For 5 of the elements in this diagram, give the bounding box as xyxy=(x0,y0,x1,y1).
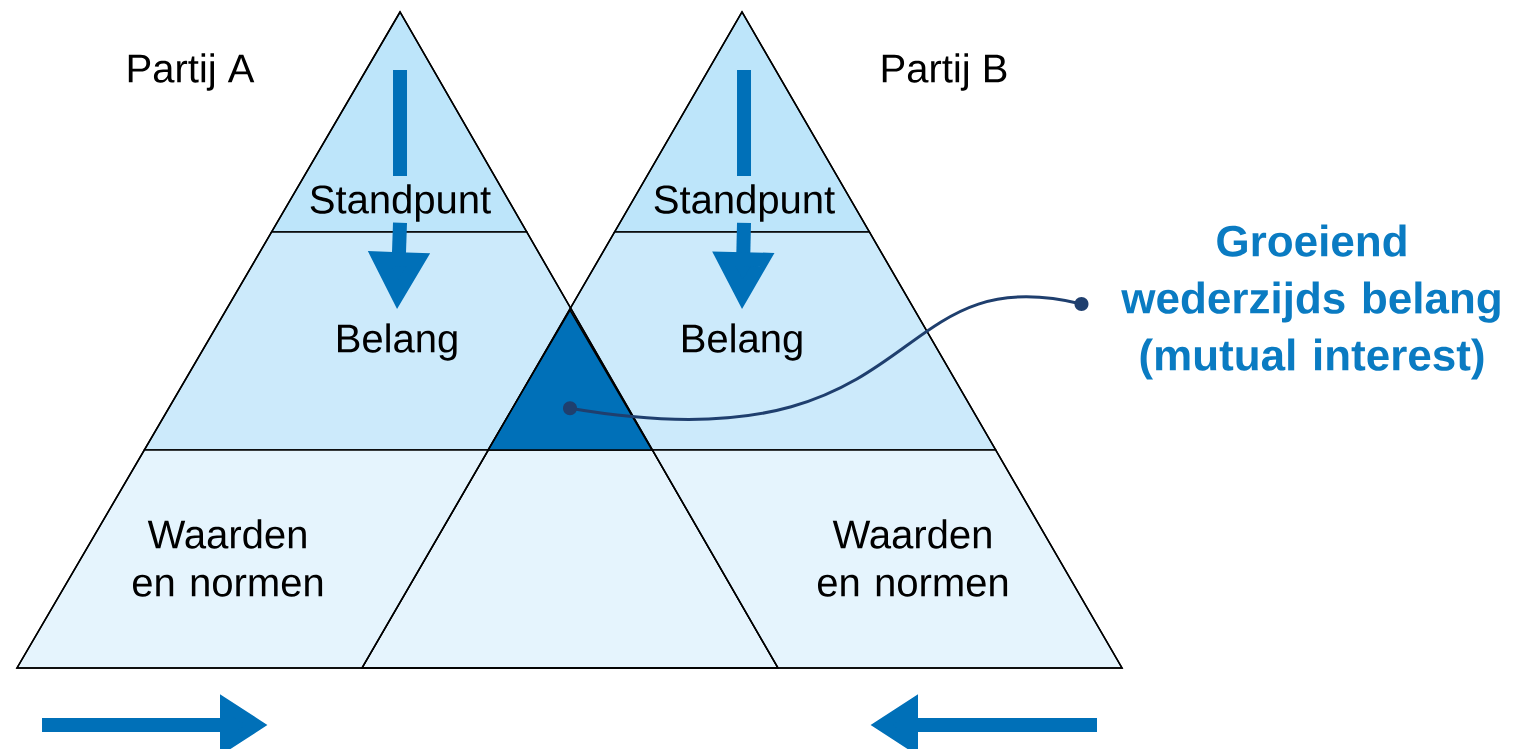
leader-line xyxy=(563,295,1089,421)
band: Waarden en normen xyxy=(651,449,1124,669)
band: Belang xyxy=(569,231,997,451)
callout-text: Groeiend wederzijds belang (mutual interest) xyxy=(1121,224,1500,380)
band: Belang xyxy=(143,231,572,451)
